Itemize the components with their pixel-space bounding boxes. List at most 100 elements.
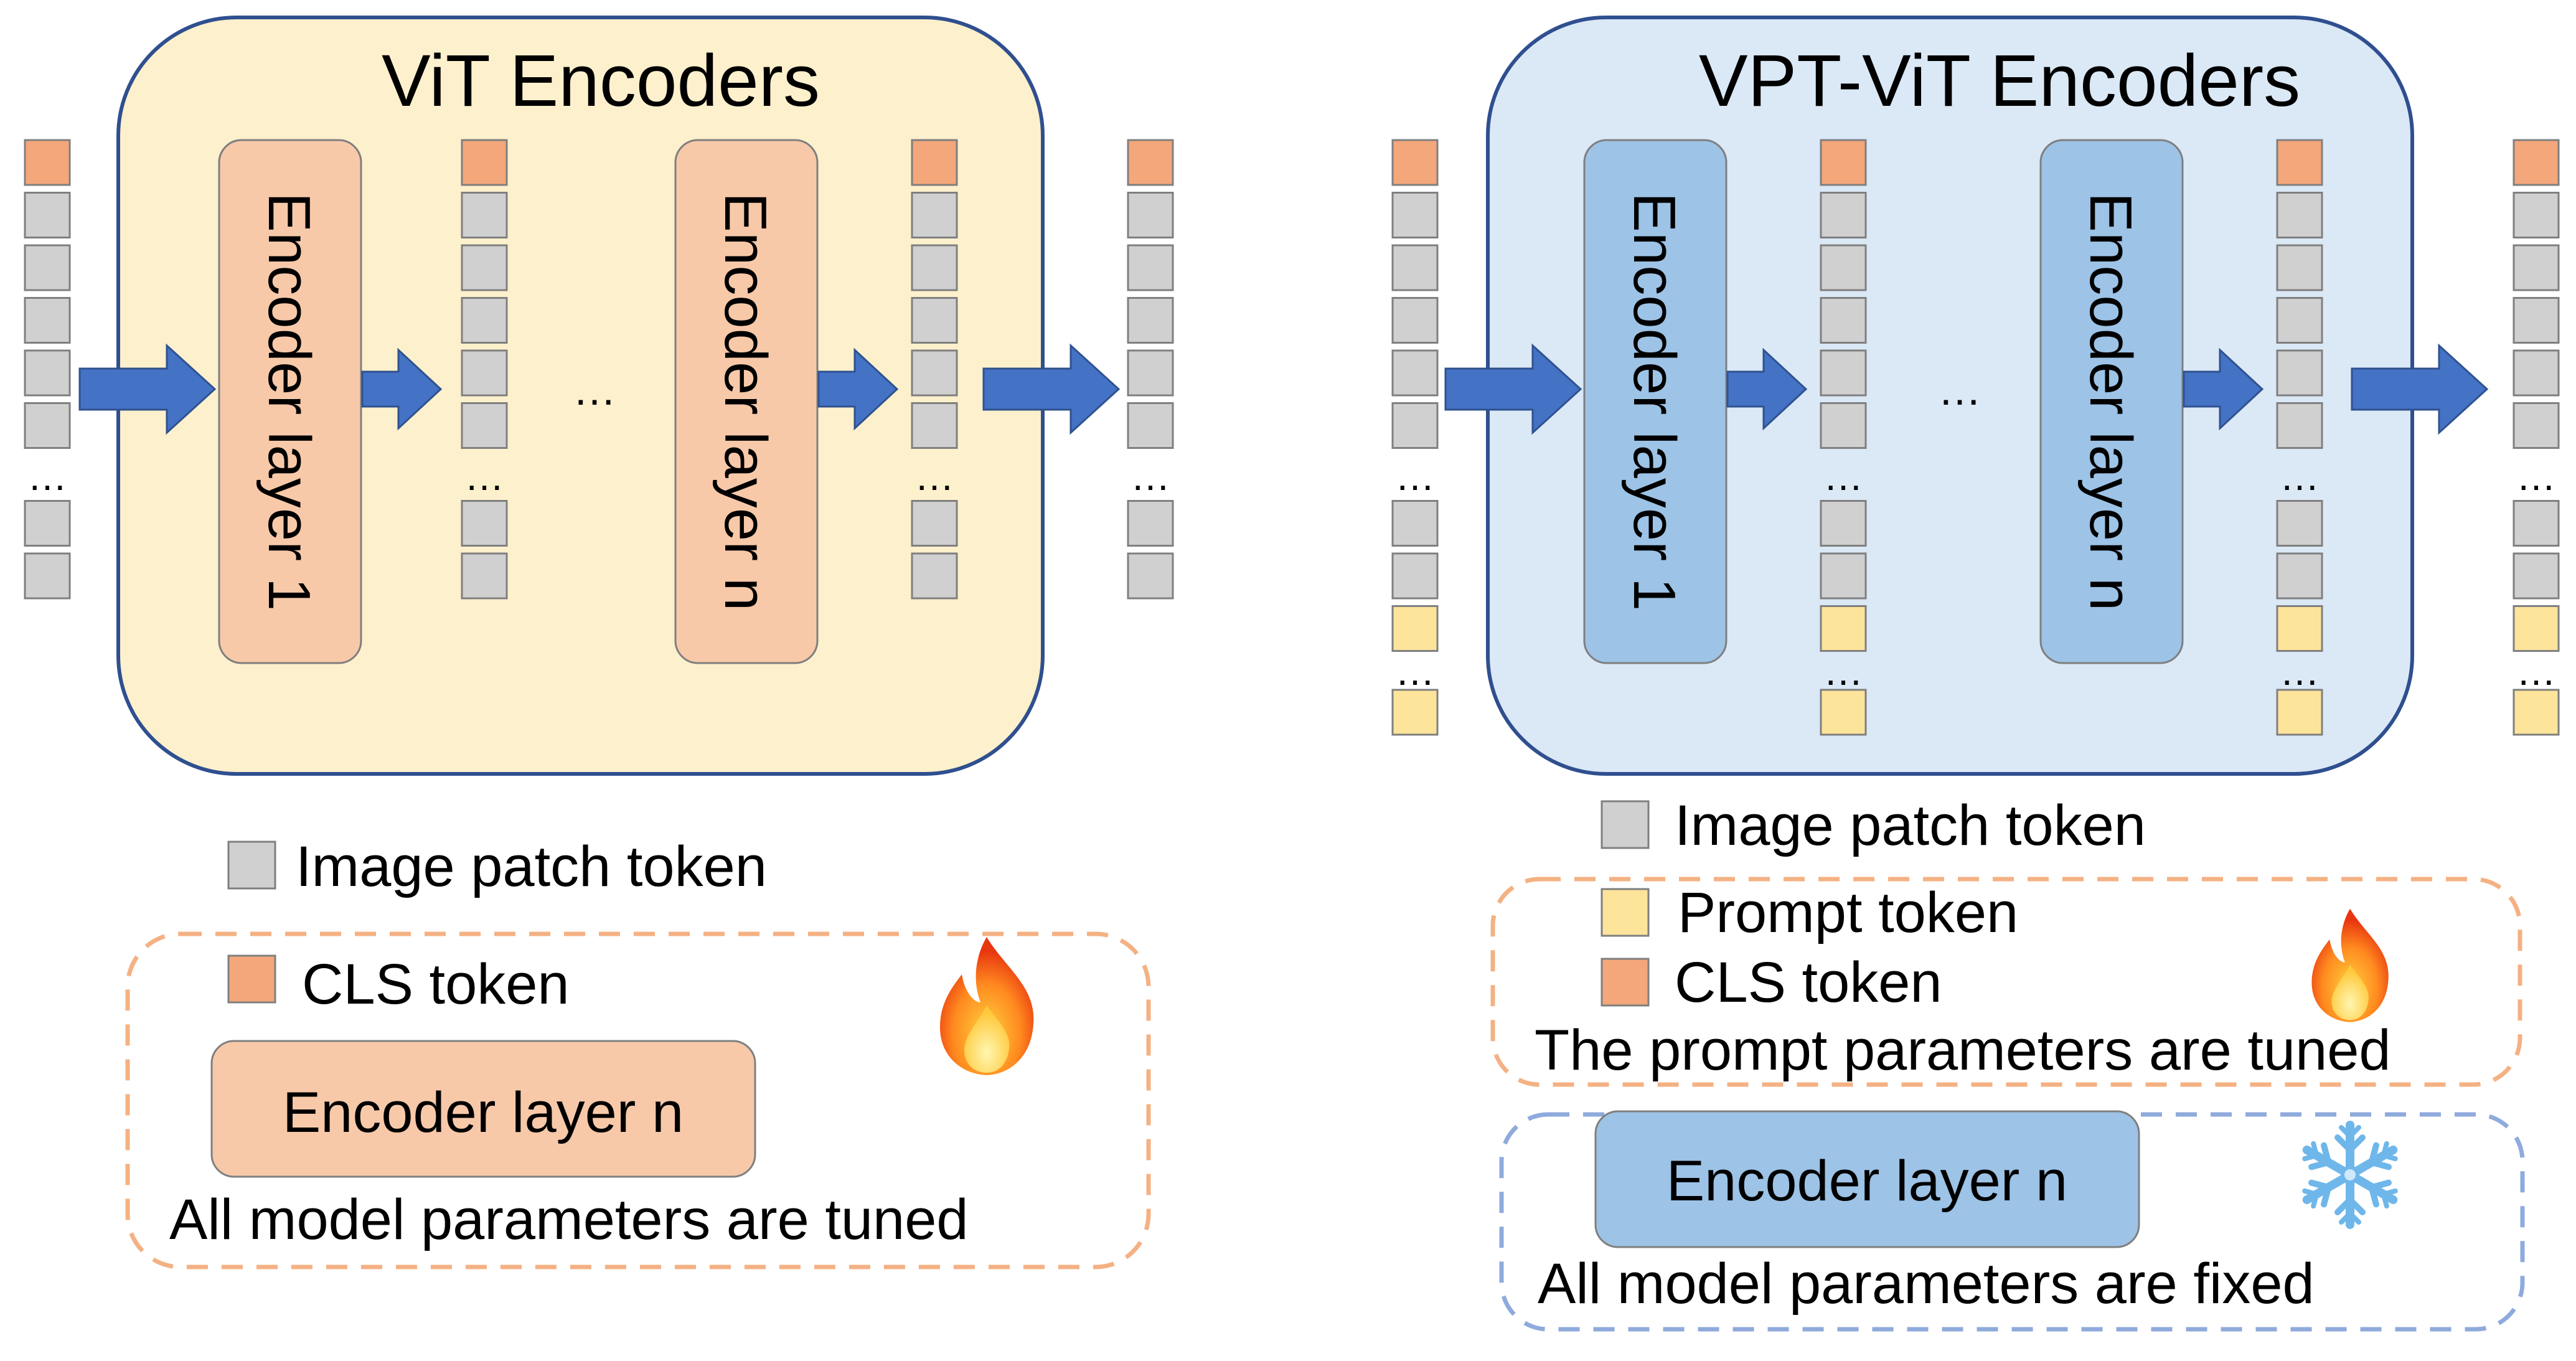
token-ellipsis: … bbox=[1395, 454, 1435, 499]
vit-encoder-layer-n-label: Encoder layer n bbox=[712, 192, 779, 611]
vpt-layer1-out-arrow bbox=[1726, 347, 1808, 431]
cls-token bbox=[2276, 139, 2323, 186]
vit-between-layers-ellipsis: … bbox=[573, 365, 616, 414]
vit-legend-encoder-label: Encoder layer n bbox=[283, 1081, 684, 1144]
image-patch-token bbox=[911, 192, 958, 238]
vit-encoder-layer-1 bbox=[218, 139, 362, 664]
image-patch-token bbox=[24, 349, 71, 397]
prompt-token bbox=[1391, 689, 1439, 736]
image-patch-token bbox=[911, 297, 958, 344]
prompt-token bbox=[2513, 605, 2560, 652]
token-ellipsis: … bbox=[1823, 649, 1863, 694]
vpt-legend-cls-swatch bbox=[1601, 958, 1650, 1007]
vit-legend-cls-label: CLS token bbox=[302, 953, 570, 1016]
cls-token bbox=[1820, 139, 1867, 186]
image-patch-token bbox=[1820, 297, 1867, 344]
vpt-legend-encoder-label: Encoder layer n bbox=[1666, 1149, 2067, 1213]
image-patch-token bbox=[2276, 500, 2323, 547]
vit-output-arrow bbox=[982, 343, 1121, 435]
prompt-token bbox=[1820, 689, 1867, 736]
image-patch-token bbox=[461, 192, 508, 238]
image-patch-token bbox=[2513, 500, 2560, 547]
image-patch-token bbox=[2276, 402, 2323, 449]
vpt-legend-fixed-caption: All model parameters are fixed bbox=[1538, 1252, 2315, 1316]
image-patch-token bbox=[2276, 244, 2323, 291]
image-patch-token bbox=[24, 500, 71, 547]
vpt-input-arrow bbox=[1444, 343, 1582, 435]
vpt-legend-patch-label: Image patch token bbox=[1675, 794, 2146, 857]
token-ellipsis: … bbox=[2516, 454, 2556, 499]
vit-legend-patch-label: Image patch token bbox=[296, 835, 767, 898]
prompt-token bbox=[1391, 605, 1439, 652]
vit-input-arrow bbox=[78, 343, 217, 435]
fire-icon bbox=[940, 937, 1034, 1075]
image-patch-token bbox=[911, 349, 958, 397]
vpt-output-arrow bbox=[2351, 343, 2489, 435]
cls-token bbox=[1391, 139, 1439, 186]
vpt-encoder-layer-n bbox=[2039, 139, 2184, 664]
image-patch-token bbox=[1391, 192, 1439, 238]
vit-section: ViT Encoders Encoder layer 1 Encoder lay… bbox=[24, 16, 1174, 1269]
vit-legend-cls-swatch bbox=[227, 954, 276, 1004]
vpt-legend-tuned-caption: The prompt parameters are tuned bbox=[1535, 1019, 2391, 1082]
image-patch-token bbox=[911, 402, 958, 449]
vit-encoder-layer-n bbox=[674, 139, 819, 664]
image-patch-token bbox=[911, 552, 958, 600]
vit-encoder-layer-1-label: Encoder layer 1 bbox=[256, 192, 322, 611]
vit-legend-patch-swatch bbox=[227, 841, 276, 890]
cls-token bbox=[24, 139, 71, 186]
vpt-token-columns: …………………… bbox=[1391, 139, 2560, 736]
vpt-section: VPT-ViT Encoders Encoder layer 1 Encoder… bbox=[1391, 16, 2560, 1332]
image-patch-token bbox=[1820, 500, 1867, 547]
image-patch-token bbox=[2276, 297, 2323, 344]
image-patch-token bbox=[1391, 349, 1439, 397]
vpt-legend-cls-label: CLS token bbox=[1675, 951, 1942, 1014]
image-patch-token bbox=[24, 192, 71, 238]
image-patch-token bbox=[1820, 244, 1867, 291]
vpt-layern-out-arrow bbox=[2183, 347, 2264, 431]
vit-layern-out-arrow bbox=[817, 347, 899, 431]
vpt-encoder-layer-n-label: Encoder layer n bbox=[2077, 192, 2144, 611]
image-patch-token bbox=[1820, 349, 1867, 397]
vpt-title: VPT-ViT Encoders bbox=[1699, 40, 2300, 122]
cls-token bbox=[461, 139, 508, 186]
image-patch-token bbox=[461, 552, 508, 600]
image-patch-token bbox=[1820, 552, 1867, 600]
token-ellipsis: … bbox=[1823, 454, 1863, 499]
prompt-token bbox=[2276, 689, 2323, 736]
vpt-encoder-layer-1-label: Encoder layer 1 bbox=[1621, 192, 1688, 611]
image-patch-token bbox=[24, 297, 71, 344]
image-patch-token bbox=[461, 402, 508, 449]
image-patch-token bbox=[2276, 349, 2323, 397]
token-ellipsis: … bbox=[2280, 649, 2320, 694]
vit-legend-encoder-box bbox=[210, 1040, 756, 1178]
vpt-legend-patch-swatch bbox=[1601, 800, 1650, 849]
snowflake-icon bbox=[2301, 1125, 2400, 1225]
image-patch-token bbox=[461, 500, 508, 547]
vpt-encoder-layer-1 bbox=[1583, 139, 1728, 664]
vit-legend-caption: All model parameters are tuned bbox=[169, 1188, 969, 1251]
prompt-token bbox=[2276, 605, 2323, 652]
prompt-token bbox=[2513, 689, 2560, 736]
image-patch-token bbox=[2276, 552, 2323, 600]
token-ellipsis: … bbox=[2516, 649, 2556, 694]
vit-tuned-group bbox=[125, 931, 1151, 1269]
image-patch-token bbox=[2513, 552, 2560, 600]
image-patch-token bbox=[1391, 500, 1439, 547]
image-patch-token bbox=[2513, 349, 2560, 397]
image-patch-token bbox=[911, 244, 958, 291]
fire-icon bbox=[2311, 908, 2389, 1022]
vpt-legend-prompt-label: Prompt token bbox=[1678, 881, 2018, 944]
image-patch-token bbox=[911, 500, 958, 547]
image-patch-token bbox=[1127, 192, 1174, 238]
image-patch-token bbox=[461, 297, 508, 344]
vit-layer1-out-arrow bbox=[361, 347, 443, 431]
image-patch-token bbox=[1391, 402, 1439, 449]
image-patch-token bbox=[1391, 244, 1439, 291]
vpt-legend-encoder-box bbox=[1594, 1110, 2140, 1248]
image-patch-token bbox=[1820, 402, 1867, 449]
token-ellipsis: … bbox=[914, 454, 954, 499]
image-patch-token bbox=[2513, 192, 2560, 238]
image-patch-token bbox=[1820, 192, 1867, 238]
